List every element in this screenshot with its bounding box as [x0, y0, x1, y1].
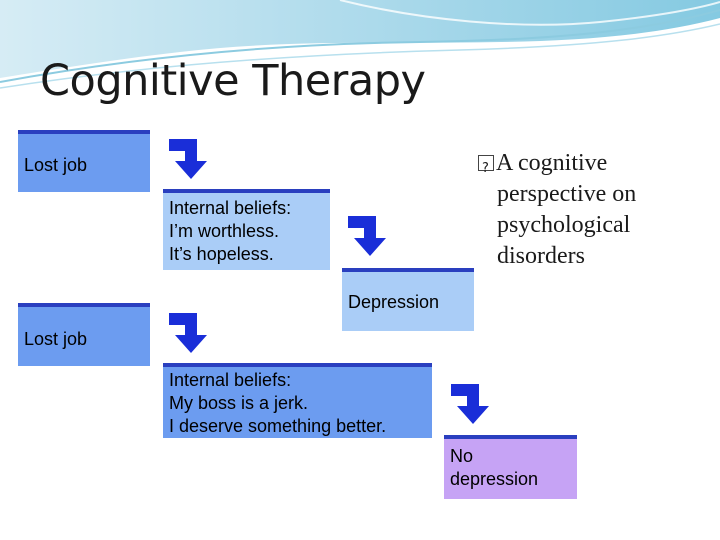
outcome-label: Depression	[348, 292, 440, 312]
beliefs-line: Internal beliefs:	[169, 198, 292, 218]
bent-down-arrow-icon	[451, 384, 489, 424]
outcome-label: No	[450, 446, 474, 466]
event-label: Lost job	[24, 155, 88, 175]
beliefs-line: Internal beliefs:	[169, 370, 292, 390]
decorative-header-swoosh	[0, 0, 720, 89]
side-note: A cognitive perspective on psychological…	[478, 148, 636, 272]
beliefs-line: It’s hopeless.	[169, 244, 274, 264]
side-note-line: A cognitive	[496, 150, 608, 176]
beliefs-line: I’m worthless.	[169, 221, 280, 241]
bent-down-arrow-icon	[169, 139, 207, 179]
outcome-box-top: Depression	[342, 268, 474, 331]
beliefs-line: My boss is a jerk.	[169, 393, 309, 413]
bent-down-arrow-icon	[169, 313, 207, 353]
missing-glyph-bullet-icon	[478, 153, 494, 184]
beliefs-line: I deserve something better.	[169, 416, 387, 436]
beliefs-box-top: Internal beliefs: I’m worthless. It’s ho…	[163, 189, 330, 270]
side-note-line: perspective on	[497, 181, 637, 207]
bent-down-arrow-icon	[348, 216, 386, 256]
beliefs-box-bottom: Internal beliefs: My boss is a jerk. I d…	[163, 363, 432, 438]
slide-title: Cognitive Therapy	[40, 56, 426, 106]
side-note-line: psychological	[497, 212, 631, 238]
outcome-box-bottom: No depression	[444, 435, 577, 499]
outcome-label: depression	[450, 469, 539, 489]
event-box-bottom: Lost job	[18, 303, 150, 366]
event-box-top: Lost job	[18, 130, 150, 192]
event-label: Lost job	[24, 329, 88, 349]
side-note-line: disorders	[497, 243, 585, 269]
